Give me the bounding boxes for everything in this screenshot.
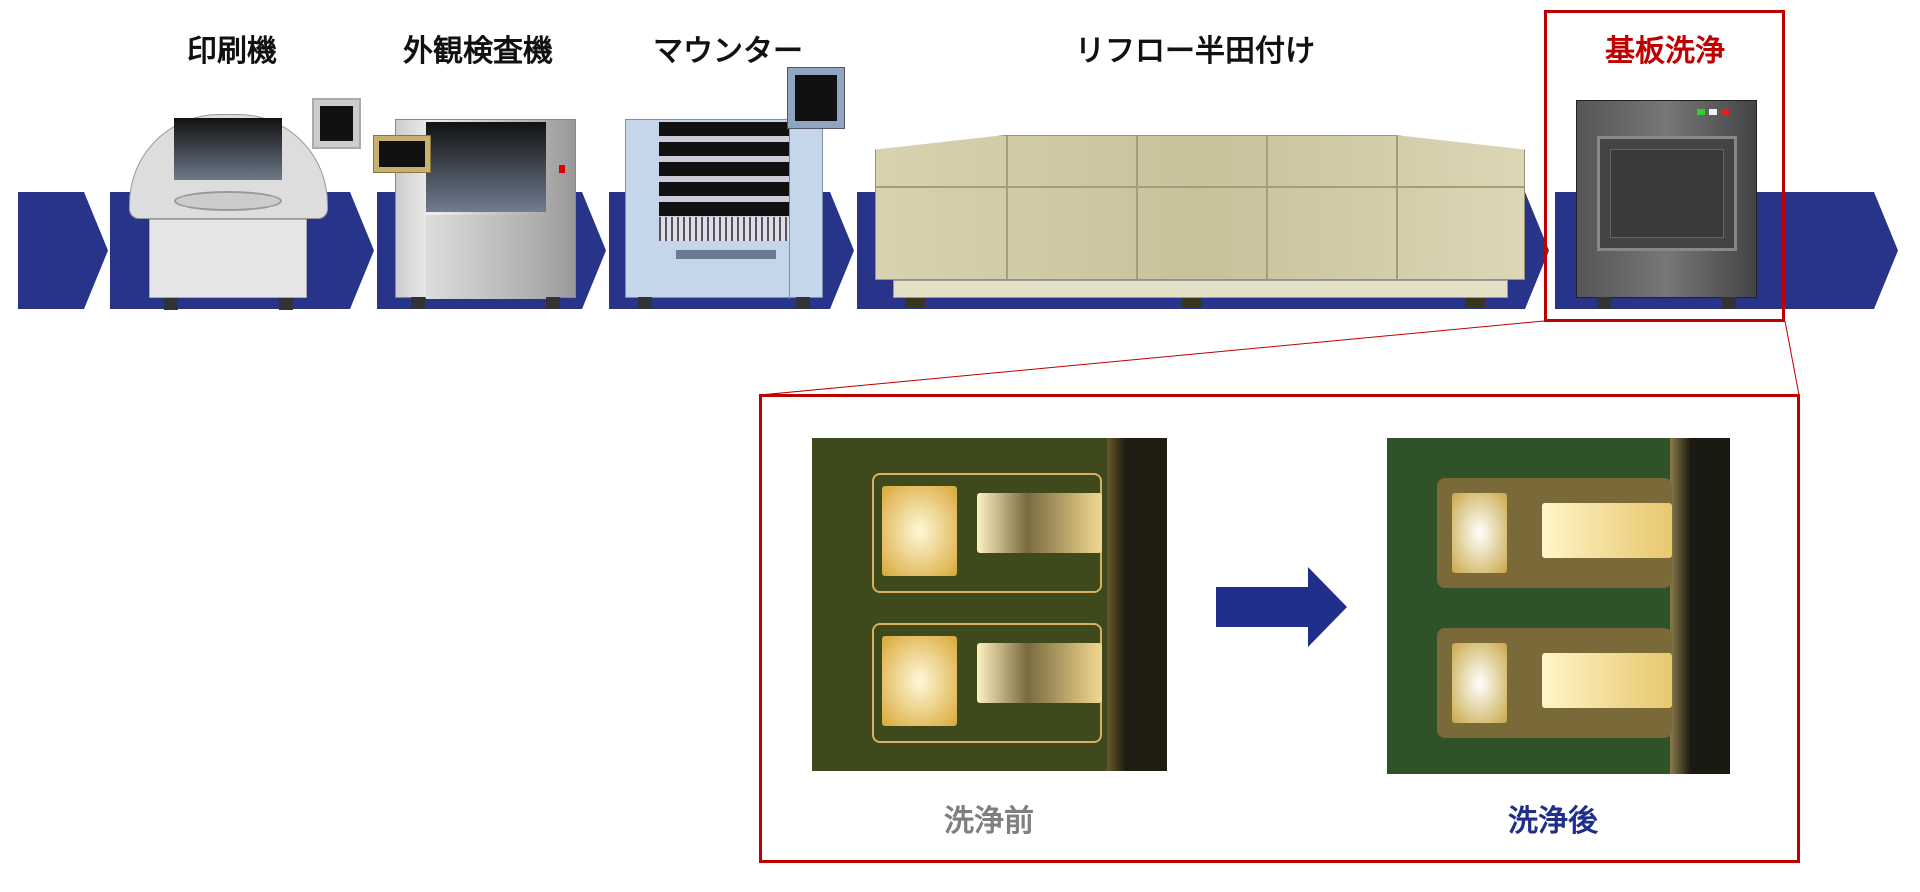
- before-cleaning-photo: [812, 438, 1167, 771]
- monitor-icon: [787, 67, 845, 129]
- step-label-inspection: 外観検査機: [403, 34, 553, 69]
- step-label-mounter: マウンター: [653, 34, 803, 69]
- mounter-machine: [625, 119, 823, 309]
- step-label-printer: 印刷機: [187, 34, 277, 69]
- detail-panel: [759, 394, 1800, 863]
- cleaning-machine: [1576, 100, 1757, 309]
- reflow-base: [893, 280, 1508, 298]
- monitor-icon: [373, 135, 431, 173]
- highlight-frame: [1544, 10, 1785, 322]
- monitor-icon: [312, 98, 361, 149]
- step-label-reflow: リフロー半田付け: [1075, 34, 1315, 69]
- after-cleaning-photo: [1387, 438, 1730, 774]
- reflow-oven: [875, 135, 1525, 280]
- printer-machine: [129, 98, 361, 310]
- arrow-right-icon: [1216, 567, 1347, 647]
- inspection-machine: [395, 119, 576, 309]
- step-label-cleaning: 基板洗浄: [1605, 34, 1725, 69]
- after-caption: 洗浄後: [1508, 804, 1598, 839]
- before-caption: 洗浄前: [944, 804, 1034, 839]
